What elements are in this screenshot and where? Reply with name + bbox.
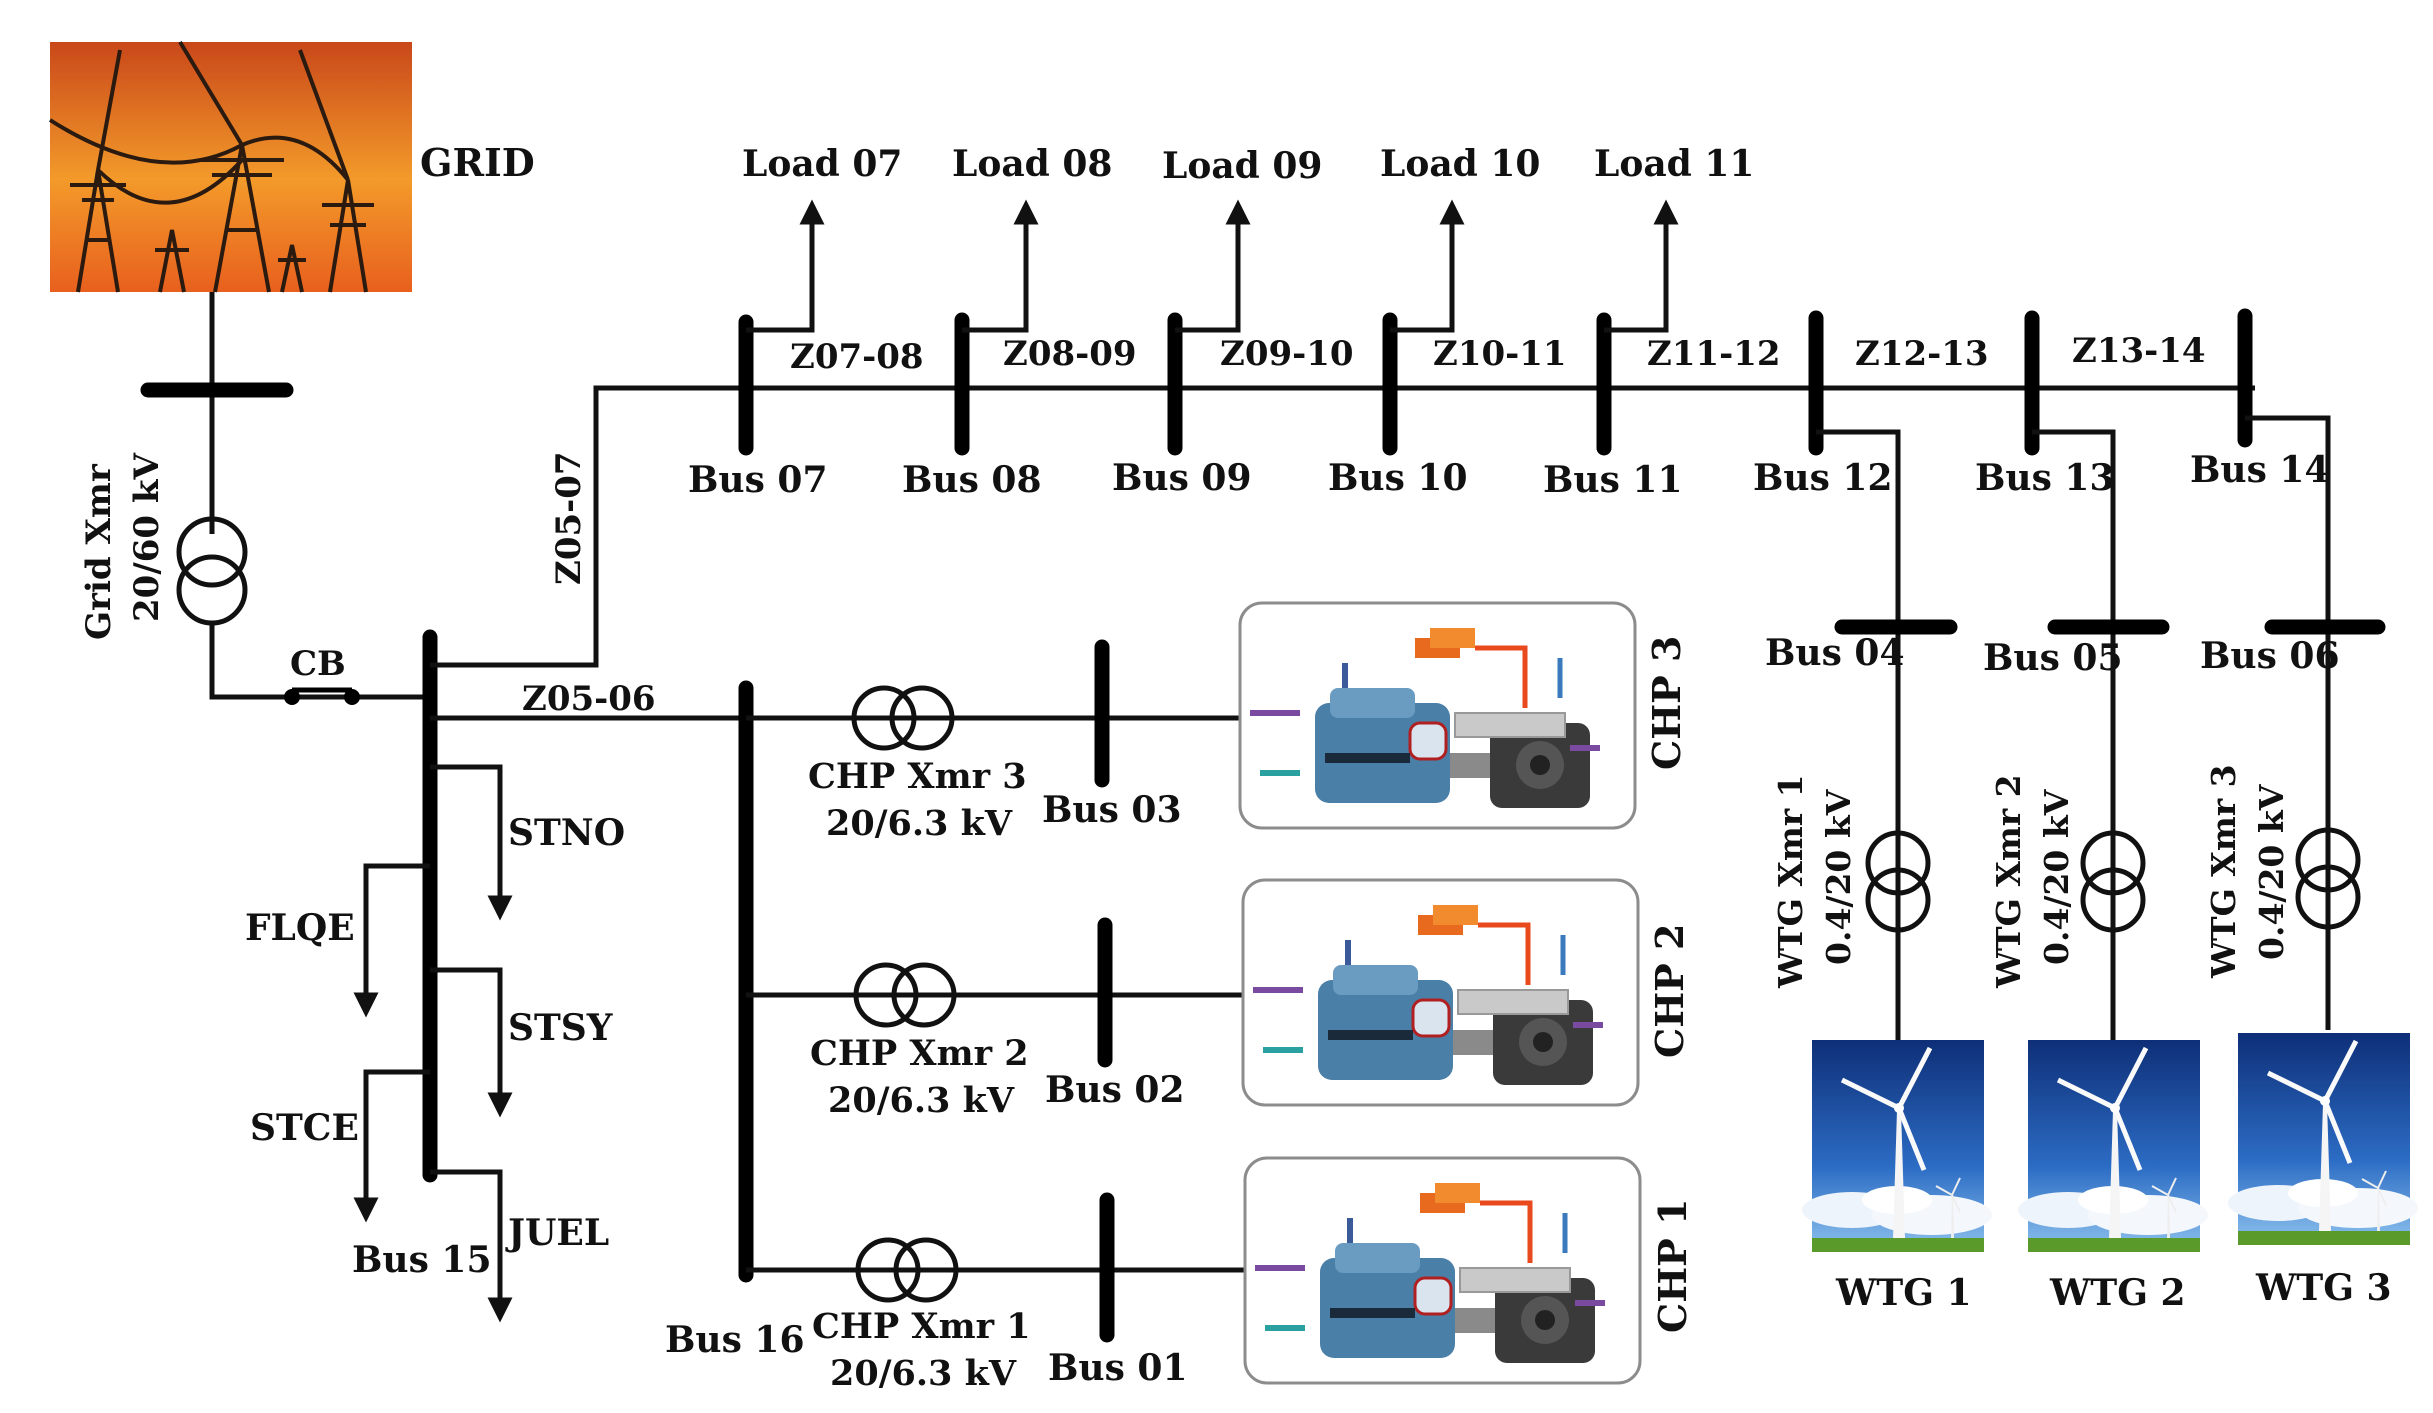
stce-feeder	[353, 1069, 430, 1223]
load-10-label: Load 10	[1380, 143, 1540, 185]
bus13-to-wtg2-line	[2032, 429, 2116, 1040]
chp-xmr-3	[851, 685, 955, 751]
load-09-feeder	[1175, 199, 1251, 333]
chp-3-label: CHP 3	[1644, 636, 1689, 770]
load-07-label: Load 07	[742, 143, 902, 185]
bus-08-label: Bus 08	[902, 459, 1042, 501]
load-09-label: Load 09	[1162, 145, 1322, 187]
wtg-xmr-2-rating: 0.4/20 kV	[2037, 788, 2076, 965]
flqe-feeder	[353, 863, 430, 1018]
stsy-label: STSY	[508, 1007, 614, 1049]
grid-xmr-rating: 20/60 kV	[127, 453, 167, 622]
flqe-label: FLQE	[245, 907, 355, 949]
cb-label: CB	[290, 644, 346, 684]
bus-15-label: Bus 15	[352, 1239, 492, 1281]
chp-xmr-3-name: CHP Xmr 3	[808, 756, 1027, 797]
stno-feeder	[430, 764, 513, 921]
z12-13-label: Z12-13	[1855, 334, 1989, 374]
bus-02-label: Bus 02	[1045, 1069, 1185, 1111]
wtg-2-label: WTG 2	[2049, 1272, 2186, 1314]
wtg-2-image	[2018, 1040, 2208, 1252]
stno-label: STNO	[508, 812, 625, 854]
juel-feeder	[430, 1169, 513, 1323]
load-08-feeder	[962, 199, 1039, 333]
z10-11-label: Z10-11	[1433, 334, 1567, 374]
wtg-xmr-3	[2295, 827, 2361, 930]
z11-12-label: Z11-12	[1647, 334, 1781, 374]
z05-06-label: Z05-06	[522, 679, 656, 719]
bus-10-label: Bus 10	[1328, 457, 1468, 499]
grid-label: GRID	[420, 140, 535, 185]
chp-1-label: CHP 1	[1650, 1199, 1695, 1333]
chp-1-image	[1245, 1158, 1640, 1383]
z05-07-line	[430, 385, 2255, 668]
wtg-xmr-1	[1865, 830, 1931, 933]
load-11-label: Load 11	[1594, 143, 1754, 185]
chp-xmr-1-name: CHP Xmr 1	[812, 1306, 1031, 1347]
wtg-xmr-2-name: WTG Xmr 2	[1989, 774, 2028, 989]
chp-xmr-2-rating: 20/6.3 kV	[828, 1080, 1015, 1121]
grid-image	[48, 40, 412, 293]
bus-06-label: Bus 06	[2200, 635, 2340, 677]
z05-07-label: Z05-07	[549, 451, 589, 585]
wtg-xmr-1-rating: 0.4/20 kV	[1819, 788, 1858, 965]
grid-xmr-name: Grid Xmr	[79, 463, 119, 640]
bus-04-label: Bus 04	[1765, 632, 1905, 674]
wtg-3-label: WTG 3	[2255, 1267, 2392, 1309]
bus-13-label: Bus 13	[1975, 457, 2115, 499]
bus14-to-wtg3-line	[2245, 415, 2331, 1030]
stce-label: STCE	[250, 1107, 359, 1149]
load-11-feeder	[1604, 199, 1679, 333]
bus-11-label: Bus 11	[1543, 459, 1683, 501]
chp-xmr-1-rating: 20/6.3 kV	[830, 1353, 1017, 1394]
z13-14-label: Z13-14	[2072, 331, 2206, 371]
cb-terminal-b	[344, 689, 360, 705]
wtg-3-image	[2228, 1033, 2418, 1245]
stsy-feeder	[430, 967, 513, 1118]
load-08-label: Load 08	[952, 143, 1112, 185]
z09-10-label: Z09-10	[1220, 334, 1354, 374]
cb-terminal-a	[284, 689, 300, 705]
chp-2-image	[1243, 880, 1638, 1105]
bus-07-label: Bus 07	[688, 459, 828, 501]
bus-12-label: Bus 12	[1753, 457, 1893, 499]
bus-16-label: Bus 16	[665, 1319, 805, 1361]
wtg-xmr-1-name: WTG Xmr 1	[1771, 774, 1810, 989]
chp-3-image	[1240, 603, 1635, 828]
load-10-feeder	[1390, 199, 1465, 333]
wtg-xmr-3-rating: 0.4/20 kV	[2252, 783, 2291, 960]
bus-01-label: Bus 01	[1048, 1347, 1188, 1389]
bus12-to-wtg1-line	[1816, 429, 1901, 1040]
chp-2-label: CHP 2	[1647, 924, 1692, 1058]
chp-xmr-2	[853, 962, 957, 1028]
z08-09-label: Z08-09	[1003, 334, 1137, 374]
bus-03-label: Bus 03	[1042, 789, 1182, 831]
z07-08-label: Z07-08	[790, 337, 924, 377]
chp-xmr-3-rating: 20/6.3 kV	[826, 803, 1013, 844]
juel-label: JUEL	[505, 1212, 609, 1254]
bus-05-label: Bus 05	[1983, 637, 2123, 679]
chp-xmr-1	[855, 1237, 959, 1303]
wtg-xmr-3-name: WTG Xmr 3	[2204, 764, 2243, 979]
wtg-1-image	[1802, 1040, 1992, 1252]
bus-09-label: Bus 09	[1112, 457, 1252, 499]
load-07-feeder	[746, 199, 825, 333]
bus-14-label: Bus 14	[2190, 449, 2330, 491]
wtg-xmr-2	[2080, 830, 2146, 933]
wtg-1-label: WTG 1	[1835, 1272, 1972, 1314]
grid-transformer	[176, 516, 248, 626]
chp-xmr-2-name: CHP Xmr 2	[810, 1033, 1029, 1074]
